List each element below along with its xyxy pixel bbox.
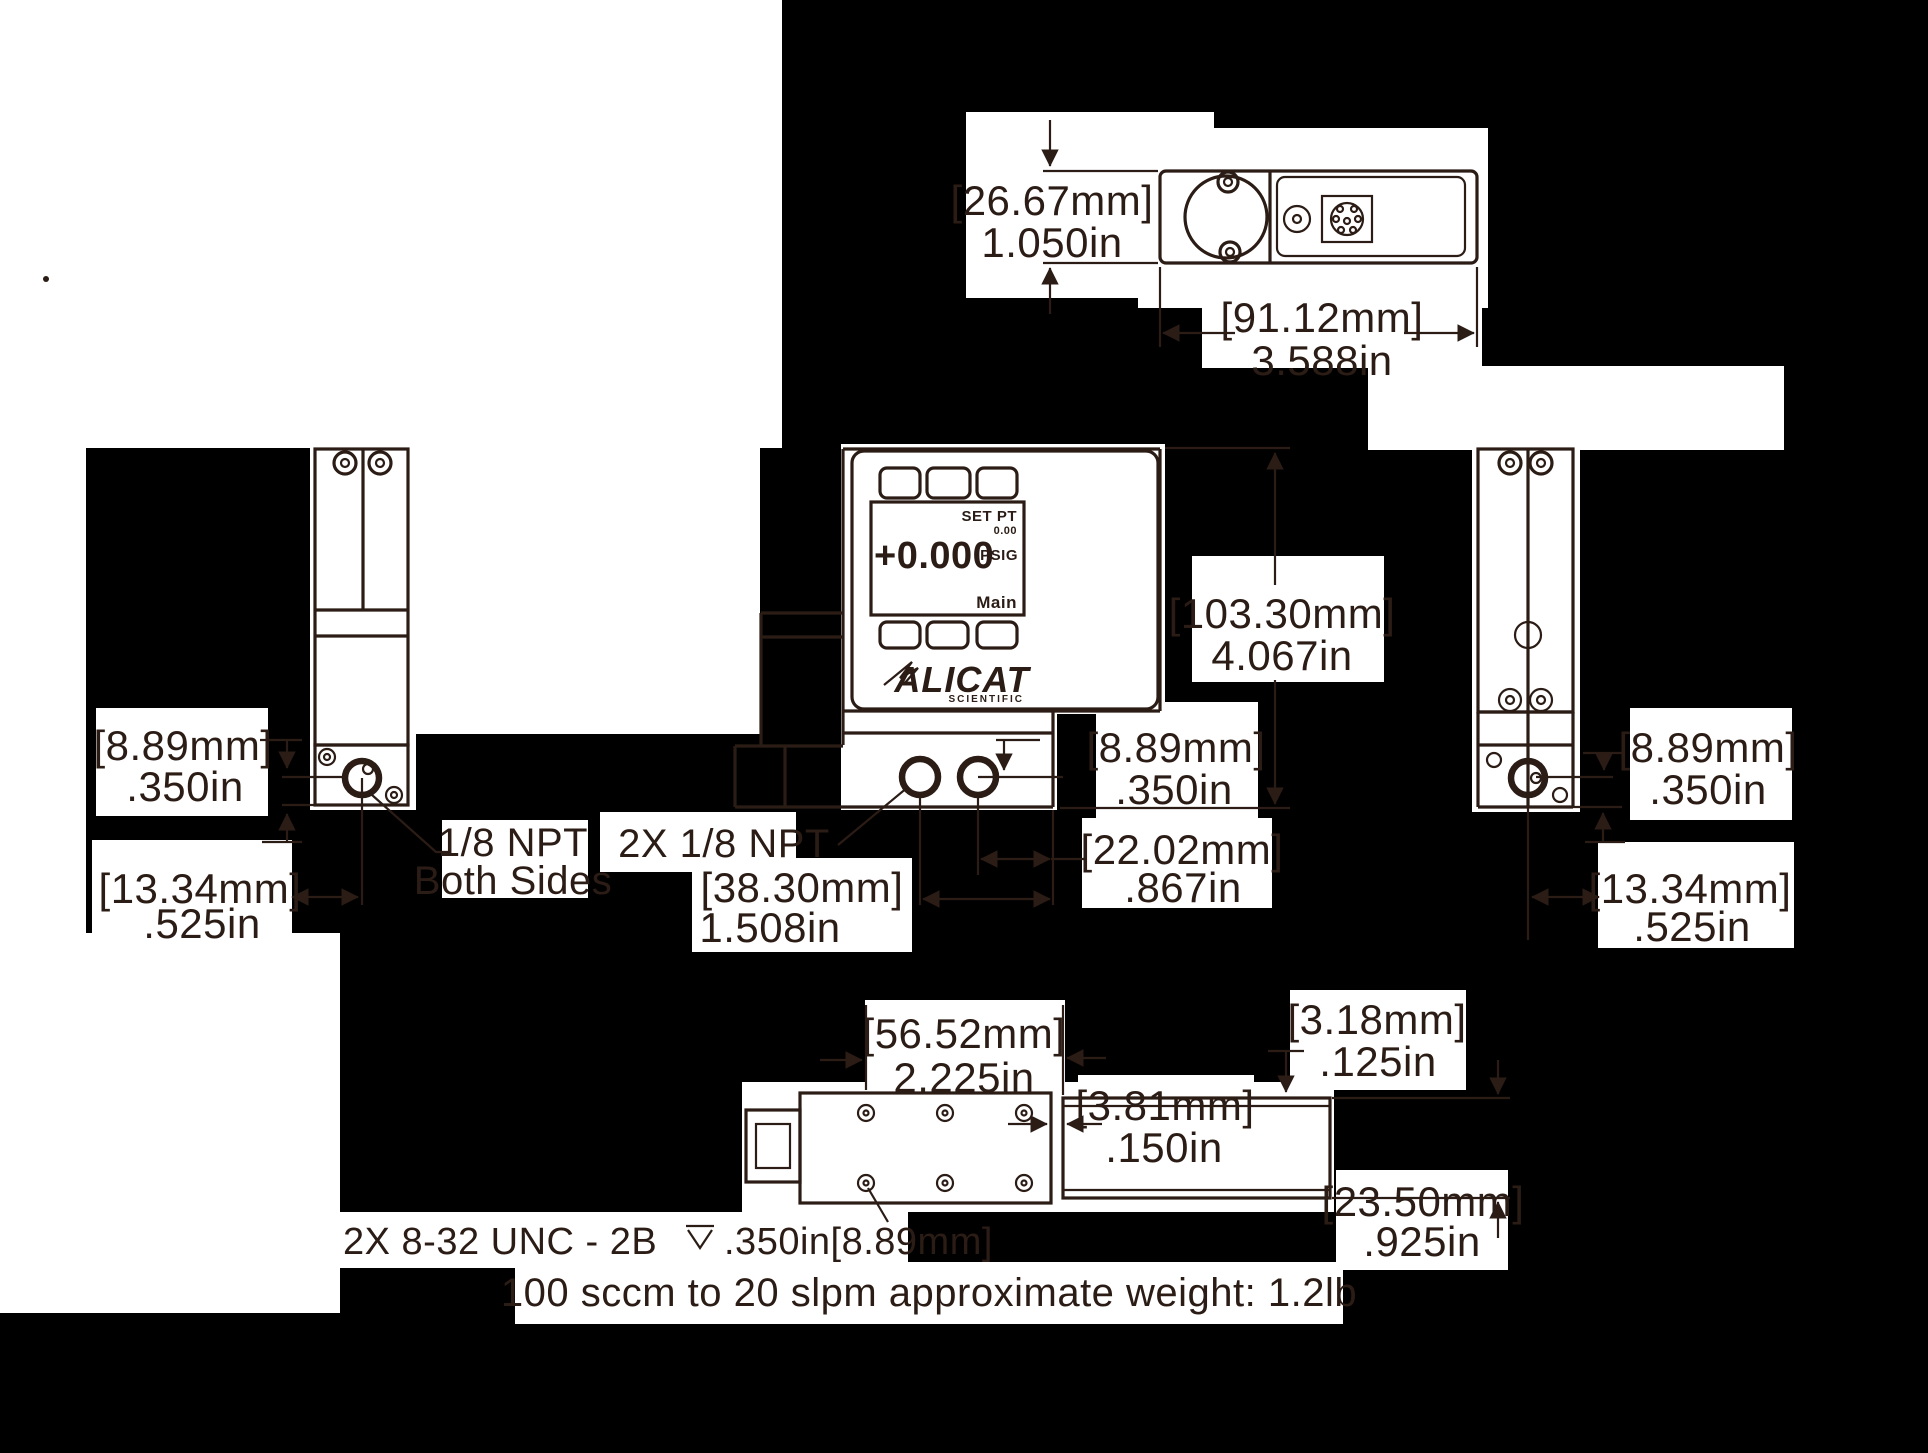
stray-mark: [43, 276, 49, 282]
dim-right-port-offset-in: .525in: [1633, 903, 1750, 950]
screw-icon: [317, 747, 337, 767]
button: [925, 466, 972, 500]
dim-front-port-height-in: .350in: [1115, 766, 1232, 813]
button: [975, 466, 1019, 500]
display-bezel: [850, 449, 1160, 711]
screw-icon: [1218, 240, 1242, 264]
valve-body-circle: [1183, 174, 1269, 260]
dimension-texts: [26.67mm] 1.050in [91.12mm] 3.588in [103…: [93, 177, 1797, 1315]
top-view-dimensions: [1041, 120, 1479, 347]
dim-left-port-offset-mm: [13.34mm]: [99, 865, 302, 912]
note-front-ports: 2X 1/8 NPT: [618, 822, 830, 866]
button: [878, 620, 922, 650]
button: [975, 620, 1019, 650]
dim-port-to-edge-mm: [22.02mm]: [1081, 826, 1284, 873]
screw-icon: [384, 785, 404, 805]
dim-top-depth-mm: [26.67mm]: [951, 177, 1154, 224]
paper-patches: [0, 0, 1794, 1324]
front-view-dimensions: [837, 446, 1290, 908]
note-left-port-line2: Both Sides: [414, 859, 612, 903]
screw-icon: [332, 450, 358, 476]
dim-bottom-gap-mm: [3.81mm]: [1075, 1082, 1254, 1129]
dim-bottom-lip-mm: [3.18mm]: [1287, 996, 1466, 1043]
dim-bottom-width-mm: [56.52mm]: [863, 1010, 1066, 1057]
right-side-view: [1476, 447, 1575, 809]
mount-hole: [1014, 1173, 1034, 1193]
mount-hole: [856, 1103, 876, 1123]
dim-height-in: 4.067in: [1211, 632, 1352, 679]
dim-bottom-lip-in: .125in: [1319, 1038, 1436, 1085]
dim-right-port-offset-mm: [13.34mm]: [1589, 865, 1792, 912]
left-side-view: [313, 447, 410, 807]
mount-hole: [935, 1173, 955, 1193]
lcd-screen: [869, 500, 1026, 617]
lcd-setpt-value: 0.00: [994, 525, 1017, 537]
lcd-reading: +0.000: [874, 535, 994, 577]
lcd-units: PSIG: [980, 547, 1018, 564]
button: [925, 620, 970, 650]
front-view: [733, 447, 1162, 809]
screw-icon: [1216, 170, 1240, 194]
dim-top-width-mm: [91.12mm]: [1221, 294, 1424, 341]
dim-ports-span-in: 1.508in: [699, 904, 840, 951]
screw-icon: [1528, 450, 1554, 476]
lcd-setpt-label: SET PT: [961, 508, 1017, 525]
dim-bottom-depth-in: .925in: [1363, 1218, 1480, 1265]
lcd-texts: SET PT 0.00 +0.000 PSIG Main ALICAT SCIE…: [874, 508, 1031, 705]
alicat-logo: ALICAT SCIENTIFIC: [883, 659, 1031, 705]
dim-top-depth-in: 1.050in: [981, 219, 1122, 266]
screw-icon: [1497, 450, 1523, 476]
dim-height-mm: [103.30mm]: [1169, 590, 1396, 637]
dim-left-port-height-in: .350in: [126, 763, 243, 810]
brand-text: ALICAT: [893, 659, 1031, 700]
dim-right-port-height-in: .350in: [1649, 766, 1766, 813]
dim-left-port-height-mm: [8.89mm]: [93, 722, 272, 769]
dim-right-port-height-mm: [8.89mm]: [1618, 724, 1797, 771]
note-mount-part2: .350in[8.89mm]: [724, 1221, 993, 1263]
dim-bottom-width-in: 2.225in: [893, 1054, 1034, 1101]
mini-din-connector: [1320, 194, 1374, 244]
dim-left-port-offset-in: .525in: [143, 900, 260, 947]
power-jack-icon: [1282, 204, 1312, 234]
note-mount-part1: 2X 8-32 UNC - 2B: [343, 1221, 657, 1263]
dim-port-to-edge-in: .867in: [1124, 864, 1241, 911]
dim-top-width-in: 3.588in: [1251, 337, 1392, 384]
brand-sub-text: SCIENTIFIC: [948, 694, 1024, 705]
dim-bottom-gap-in: .150in: [1105, 1124, 1222, 1171]
right-side-dimensions: [1526, 751, 1625, 940]
screw-icon: [1528, 687, 1554, 713]
note-left-port-line1: 1/8 NPT: [438, 821, 588, 865]
mount-hole: [935, 1103, 955, 1123]
top-view: [1158, 169, 1479, 265]
footer-note: 100 sccm to 20 slpm approximate weight: …: [501, 1271, 1357, 1315]
lcd-menu-label: Main: [976, 593, 1017, 612]
dim-ports-span-mm: [38.30mm]: [701, 864, 904, 911]
dim-front-port-height-mm: [8.89mm]: [1086, 724, 1265, 771]
dim-bottom-depth-mm: [23.50mm]: [1322, 1178, 1525, 1225]
screw-icon: [1497, 687, 1523, 713]
mount-hole: [1014, 1103, 1034, 1123]
mount-hole: [856, 1173, 876, 1193]
bottom-view: [744, 1091, 1332, 1205]
button: [878, 466, 922, 500]
bottom-view-dimensions: [686, 1005, 1510, 1250]
left-side-dimensions: [260, 738, 448, 906]
screw-icon: [367, 450, 393, 476]
